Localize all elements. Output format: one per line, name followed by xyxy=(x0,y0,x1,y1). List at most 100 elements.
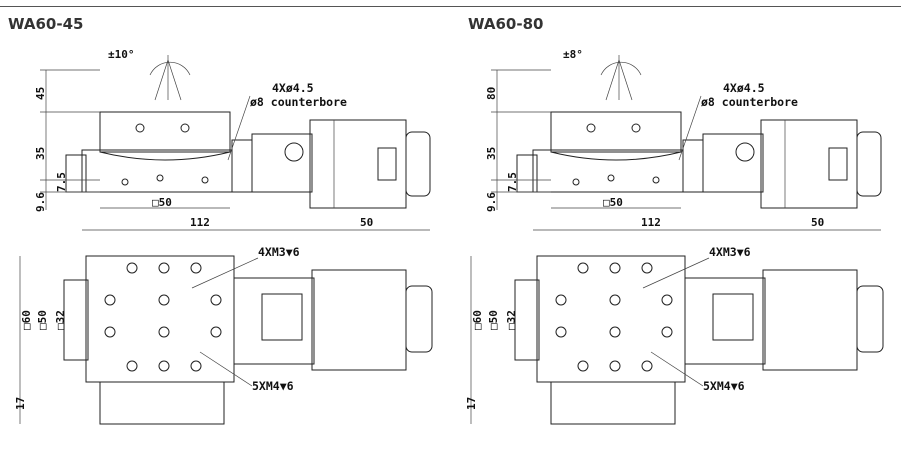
knob xyxy=(284,142,304,162)
dim-sq32: □32 xyxy=(54,310,67,330)
note-m4: 5XM4▼6 xyxy=(252,379,294,393)
hole xyxy=(577,360,589,372)
hole xyxy=(121,178,129,186)
angle-label: ±8° xyxy=(563,48,583,61)
hole xyxy=(586,123,596,133)
dim-base-h: 17 xyxy=(465,397,478,410)
dim-top-height: 45 xyxy=(34,87,47,100)
plan-cap xyxy=(856,285,884,353)
hole xyxy=(190,360,202,372)
model-title-right: WA60-80 xyxy=(468,15,544,33)
dim-sq60: □60 xyxy=(471,310,484,330)
hole xyxy=(607,174,615,182)
hole xyxy=(158,262,170,274)
hole xyxy=(126,262,138,274)
coupling xyxy=(231,139,253,193)
note-holes-top: 4Xø4.5 xyxy=(272,81,314,95)
hole xyxy=(661,326,673,338)
header-rule xyxy=(0,6,901,7)
plan-gearbox xyxy=(684,277,766,365)
plan-cap xyxy=(405,285,433,353)
plan-base xyxy=(550,381,676,425)
plan-motor xyxy=(311,269,407,371)
hole xyxy=(641,360,653,372)
hole xyxy=(609,326,621,338)
dim-sq60: □60 xyxy=(20,310,33,330)
plan-motor xyxy=(762,269,858,371)
hole xyxy=(641,262,653,274)
hole xyxy=(609,360,621,372)
drawing-svg-right: ±8° 80 35 7.5 9.6 □50 112 50 4Xø4.5 ø8 c… xyxy=(465,48,884,425)
hole xyxy=(158,360,170,372)
top-plate xyxy=(99,111,231,153)
connector xyxy=(377,147,397,181)
dim-base-h: 17 xyxy=(14,397,27,410)
drawing-right: ±8° 80 35 7.5 9.6 □50 112 50 4Xø4.5 ø8 c… xyxy=(451,0,901,457)
motor xyxy=(309,119,407,209)
hole xyxy=(555,326,567,338)
note-m3: 4XM3▼6 xyxy=(709,245,751,259)
note-counterbore: ø8 counterbore xyxy=(250,95,347,109)
plan-view-right xyxy=(514,255,884,425)
motor xyxy=(760,119,858,209)
hole xyxy=(631,123,641,133)
hole xyxy=(104,294,116,306)
hole xyxy=(180,123,190,133)
arc-guide xyxy=(550,151,682,161)
dim-mid-height: 35 xyxy=(34,147,47,160)
leader xyxy=(678,95,702,161)
plan-window xyxy=(261,293,303,341)
hole xyxy=(652,176,660,184)
note-m4: 5XM4▼6 xyxy=(703,379,745,393)
plan-side xyxy=(63,279,89,361)
hole xyxy=(104,326,116,338)
leader xyxy=(642,257,710,289)
dim-box50: □50 xyxy=(152,196,172,209)
dim-length: 112 xyxy=(641,216,661,229)
plan-gearbox xyxy=(233,277,315,365)
leader xyxy=(227,95,251,161)
dim-motor-len: 50 xyxy=(811,216,824,229)
dim-motor-len: 50 xyxy=(360,216,373,229)
hole xyxy=(577,262,589,274)
dim-sq32: □32 xyxy=(505,310,518,330)
hole xyxy=(135,123,145,133)
motor-cap xyxy=(856,131,882,197)
drawing-svg-left: ±10° 45 35 7.5 9.6 □50 112 50 4Xø4.5 ø8 … xyxy=(14,48,433,425)
drawing-left: ±10° 45 35 7.5 9.6 □50 112 50 4Xø4.5 ø8 … xyxy=(0,0,450,457)
dim-length: 112 xyxy=(190,216,210,229)
hole xyxy=(158,326,170,338)
gearbox xyxy=(251,133,313,193)
hole xyxy=(156,174,164,182)
plan-window xyxy=(712,293,754,341)
hole xyxy=(201,176,209,184)
side-view-left xyxy=(65,111,431,209)
leader xyxy=(199,351,253,387)
connector xyxy=(828,147,848,181)
hole xyxy=(210,326,222,338)
hole xyxy=(126,360,138,372)
knob xyxy=(735,142,755,162)
plan-base xyxy=(99,381,225,425)
plan-side xyxy=(514,279,540,361)
hole xyxy=(572,178,580,186)
dim-small-a: 7.5 xyxy=(506,172,519,192)
note-counterbore: ø8 counterbore xyxy=(701,95,798,109)
angle-label: ±10° xyxy=(108,48,135,61)
arc-guide xyxy=(99,151,231,161)
top-plate xyxy=(550,111,682,153)
angle-arc xyxy=(600,61,642,76)
angle-rays xyxy=(154,59,182,101)
hole xyxy=(609,294,621,306)
plan-view-left xyxy=(63,255,433,425)
hole xyxy=(158,294,170,306)
dim-small-b: 9.6 xyxy=(34,192,47,212)
hole xyxy=(555,294,567,306)
hole xyxy=(210,294,222,306)
leader xyxy=(650,351,704,387)
note-holes-top: 4Xø4.5 xyxy=(723,81,765,95)
dim-small-b: 9.6 xyxy=(485,192,498,212)
motor-cap xyxy=(405,131,431,197)
dim-box50: □50 xyxy=(603,196,623,209)
model-title-left: WA60-45 xyxy=(8,15,84,33)
